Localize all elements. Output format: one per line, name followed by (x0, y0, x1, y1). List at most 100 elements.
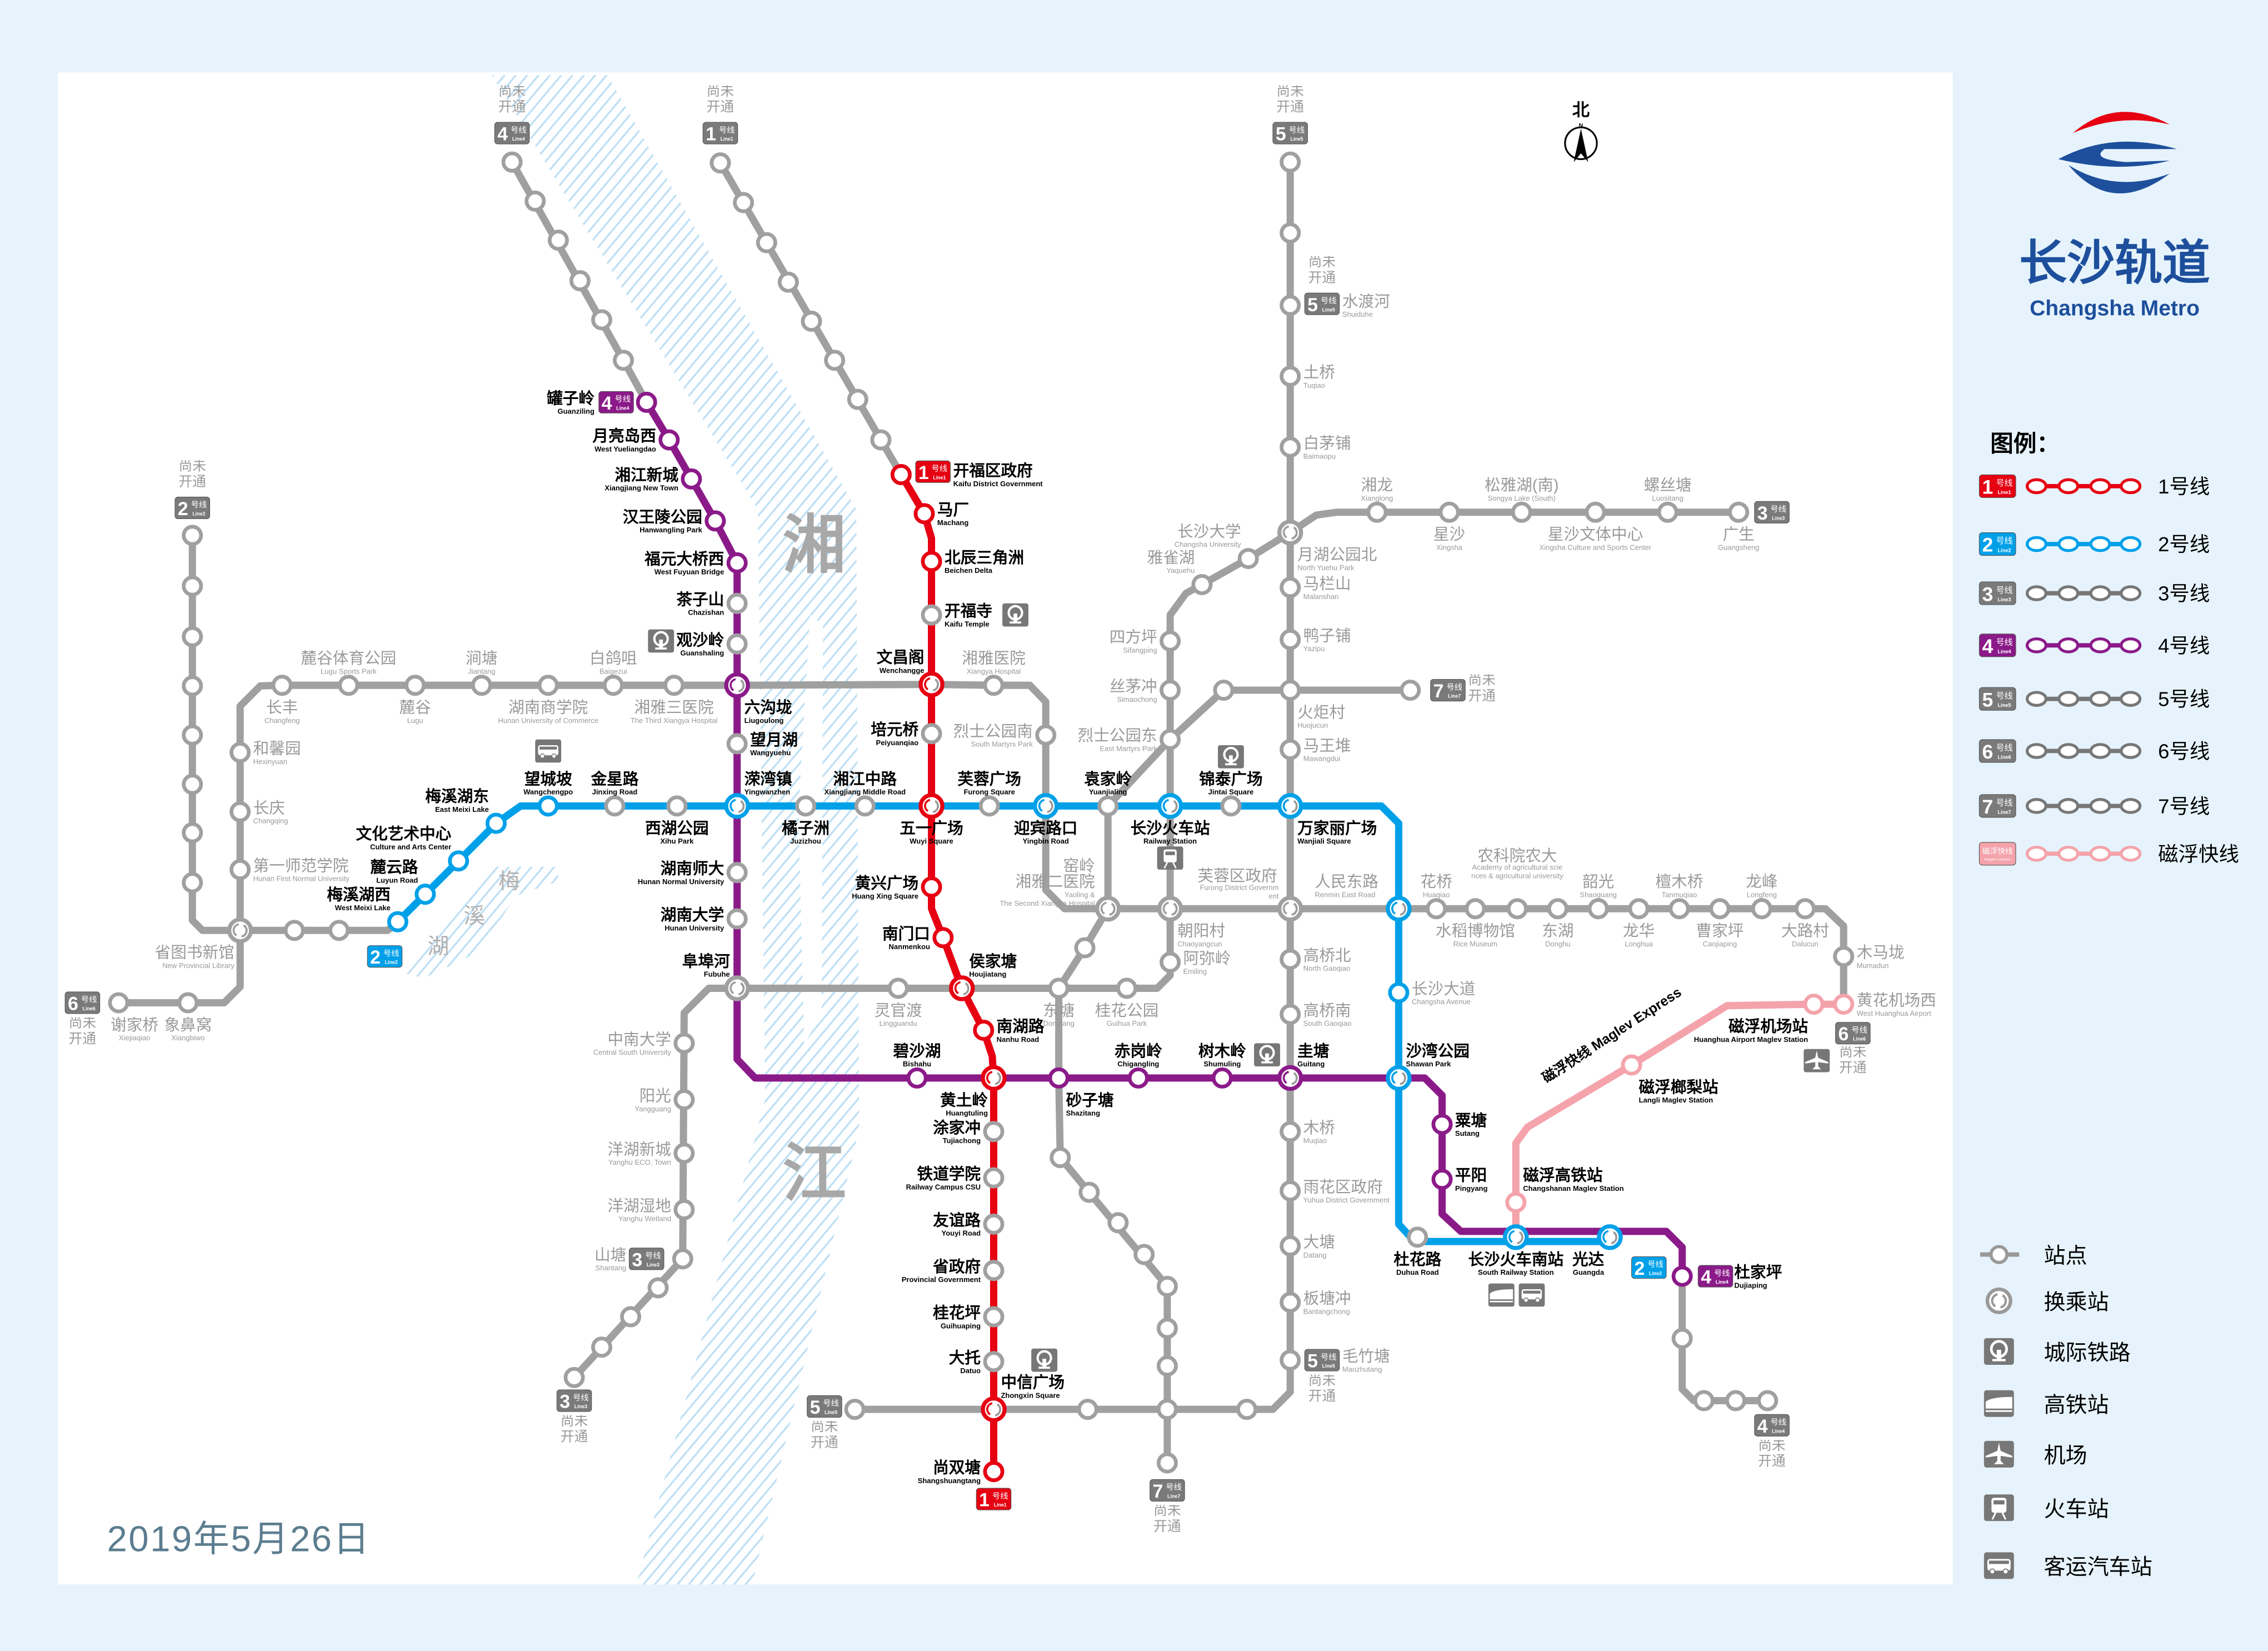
interchange-station-liugoulong[interactable] (724, 672, 750, 699)
station-lieshi_s[interactable] (1035, 724, 1057, 746)
station-hh_airport_w[interactable] (1833, 994, 1855, 1015)
station-songya[interactable] (1511, 501, 1532, 523)
station-lugu[interactable] (404, 675, 426, 696)
station-maglev_south[interactable] (1505, 1191, 1527, 1213)
station-xiangjiangzl[interactable] (854, 795, 876, 817)
station-marker[interactable] (1400, 680, 1421, 701)
station-marker[interactable] (1236, 1399, 1258, 1420)
station-shaoguang[interactable] (1587, 898, 1609, 920)
station-datang[interactable] (1280, 1235, 1301, 1256)
station-baimaopu[interactable] (1280, 436, 1301, 458)
station-marker[interactable] (756, 232, 777, 253)
station-luyun[interactable] (414, 884, 436, 905)
station-tujiachong[interactable] (983, 1121, 1005, 1143)
station-lingguandu[interactable] (887, 977, 909, 999)
station-diyishifan[interactable] (229, 859, 251, 880)
station-pingyang[interactable] (1431, 1169, 1453, 1190)
station-hunan_normal[interactable] (726, 862, 748, 884)
station-maozhutang[interactable] (1280, 1349, 1301, 1371)
station-jiantang[interactable] (471, 675, 492, 696)
station-guihua_park[interactable] (1116, 977, 1137, 999)
station-meixihu_w[interactable] (387, 911, 408, 932)
station-malanshan[interactable] (1280, 577, 1301, 598)
interchange-station-yingbin[interactable] (1033, 793, 1059, 819)
station-muqiao[interactable] (1280, 1121, 1301, 1143)
interchange-station-railway[interactable] (1157, 793, 1183, 819)
station-yuhua[interactable] (1280, 1180, 1301, 1201)
interchange-station-yaoling[interactable] (1095, 896, 1121, 922)
station-marker[interactable] (733, 192, 755, 213)
station-bantangchong[interactable] (1280, 1291, 1301, 1313)
station-huaqiao[interactable] (1426, 898, 1447, 920)
station-nanmenkou[interactable] (932, 927, 954, 949)
interchange-station-shengtushu[interactable] (227, 917, 253, 944)
station-changqing[interactable] (229, 801, 251, 822)
station-marker[interactable] (182, 675, 203, 697)
station-jintai[interactable] (1220, 795, 1242, 817)
station-chigangling[interactable] (1127, 1067, 1149, 1089)
station-marker[interactable] (182, 872, 203, 894)
station-fuyuan[interactable] (726, 552, 748, 573)
station-sutang[interactable] (1431, 1114, 1453, 1135)
station-marker[interactable] (182, 525, 203, 546)
station-marker[interactable] (283, 920, 305, 941)
station-shengzhengfu[interactable] (983, 1260, 1005, 1281)
station-marker[interactable] (1077, 1399, 1098, 1420)
station-tuqiao[interactable] (1280, 365, 1301, 387)
station-marker[interactable] (182, 626, 203, 647)
station-youyi[interactable] (983, 1213, 1005, 1235)
station-marker[interactable] (182, 822, 203, 844)
station-marker[interactable] (1156, 1275, 1178, 1297)
station-yangguang[interactable] (673, 1089, 695, 1110)
station-marker[interactable] (547, 230, 569, 251)
station-marker[interactable] (647, 1277, 669, 1299)
station-xingsha_center[interactable] (1585, 501, 1606, 523)
station-maglev_langli[interactable] (1621, 1054, 1642, 1076)
station-marker[interactable] (1074, 937, 1096, 959)
station-marker[interactable] (777, 271, 799, 293)
